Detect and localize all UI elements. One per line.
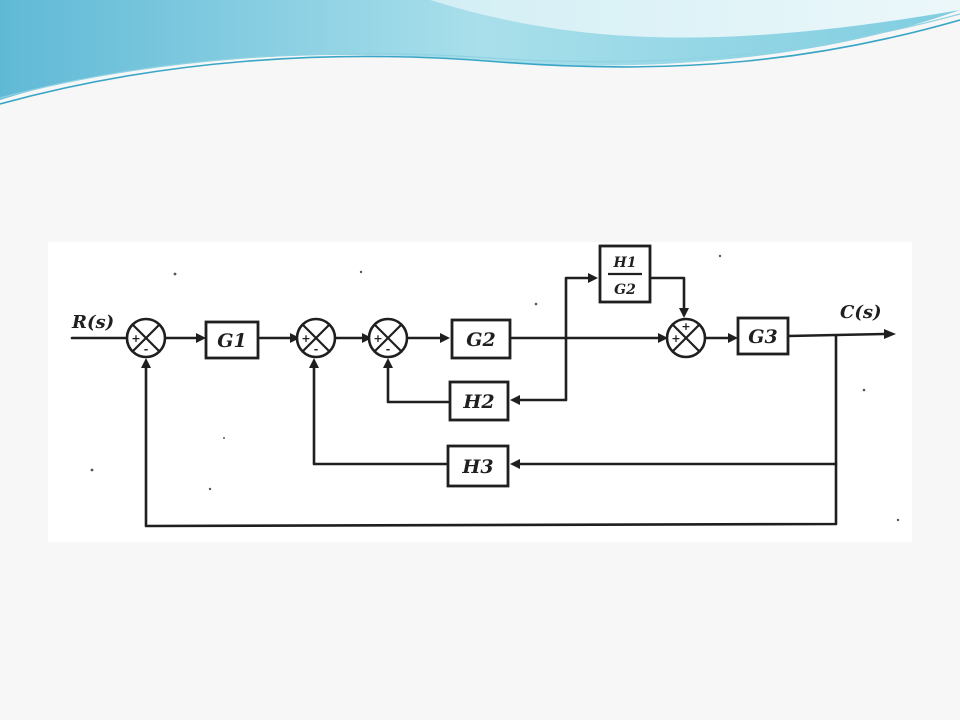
output-signal-label: C(s) xyxy=(840,302,882,323)
sign-plus-left: + xyxy=(671,332,680,345)
sign-minus: - xyxy=(314,343,319,356)
arrow-output xyxy=(884,329,896,339)
wave-line-2 xyxy=(0,13,960,99)
input-signal-label: R(s) xyxy=(71,312,114,333)
block-h2: H2 xyxy=(448,380,510,422)
block-g2-denominator: G2 xyxy=(614,282,636,298)
wire-feedforward-h1g2 xyxy=(564,276,592,340)
block-g3: G3 xyxy=(736,316,790,356)
wire-h2-takeoff xyxy=(516,336,568,402)
summing-junction-3: + - xyxy=(367,317,409,359)
sign-plus-top: + xyxy=(681,320,690,333)
block-diagram: + - + - + - + + xyxy=(70,244,900,528)
block-h3-label: H3 xyxy=(461,456,493,478)
wire-h2-return xyxy=(386,364,450,404)
wire-h3-return xyxy=(312,364,450,466)
sign-minus: - xyxy=(386,343,391,356)
wire-unity-feedback xyxy=(144,364,838,528)
wire-h1g2-s4 xyxy=(648,276,686,312)
sign-minus: - xyxy=(144,343,149,356)
block-h3: H3 xyxy=(446,444,510,488)
sign-plus: + xyxy=(373,332,382,345)
summing-junction-2: + - xyxy=(295,317,337,359)
block-h1-over-g2: H1 G2 xyxy=(598,244,652,304)
block-g1: G1 xyxy=(204,320,260,360)
header-wave-decoration xyxy=(0,0,960,105)
wave-band-highlight xyxy=(430,0,960,38)
block-g3-label: G3 xyxy=(748,326,777,348)
summing-junction-4: + + xyxy=(665,317,707,359)
summing-junction-1: + - xyxy=(125,317,167,359)
block-h2-label: H2 xyxy=(462,391,494,413)
block-g1-label: G1 xyxy=(217,330,246,352)
block-h1-numerator: H1 xyxy=(613,255,637,271)
block-g2-label: G2 xyxy=(466,329,495,351)
diagram-panel: + - + - + - + + xyxy=(48,242,912,542)
scan-specks xyxy=(90,254,900,522)
block-g2: G2 xyxy=(450,318,512,360)
sign-plus: + xyxy=(301,332,310,345)
wave-line-1 xyxy=(0,19,960,105)
sign-plus: + xyxy=(131,332,140,345)
